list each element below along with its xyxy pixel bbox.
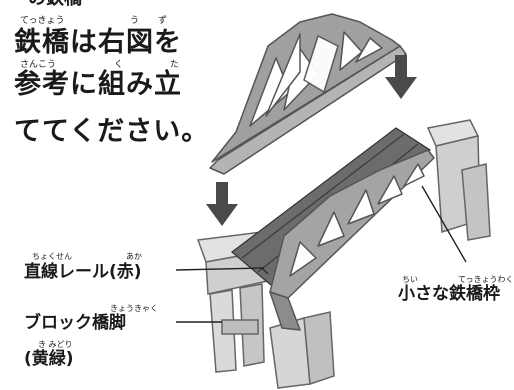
rail-label-ruby: ちょくせん [32,252,72,261]
down-arrow-left [206,182,238,226]
block-pier-right [269,119,491,389]
section-title: の鉄橋 [28,0,82,8]
rail-label-ruby-aka: あか [126,252,142,261]
ruby-tekkyou: てっきょう [20,16,65,26]
block-pier-label: ブロック橋脚 [24,313,126,333]
bridge-frame-label: 小さな鉄橋枠 [398,284,500,304]
leader-frame [421,185,467,263]
leader-rail [175,267,265,271]
ruby-zu: ず [158,16,168,26]
frame-label-ruby-chii: ちい [402,275,418,284]
pier-color-ruby: き みどり [38,340,73,349]
leader-lines [175,185,467,323]
instruction-line-1: 鉄橋は右図を [14,27,182,58]
ruby-sankou: さんこう [20,60,57,70]
rail-label: 直線レール(赤) [24,262,142,282]
ruby-ku: く [114,60,124,70]
frame-label-ruby: てっきょうわく [458,275,514,284]
block-pier-color-label: (黄緑) [24,349,74,369]
pier-label-ruby: きょうきゃく [110,304,158,313]
section-header: の鉄橋 [10,0,160,8]
ruby-ta: た [170,60,180,70]
block-pier-left [196,231,274,373]
ruby-u: う [130,16,140,26]
upper-truss-piece [209,13,407,175]
instruction-line-3: ててください。 [14,116,210,147]
instruction-line-2: 参考に組み立 [14,69,182,100]
down-arrow-right [385,55,417,99]
small-bridge-frame [269,149,435,331]
